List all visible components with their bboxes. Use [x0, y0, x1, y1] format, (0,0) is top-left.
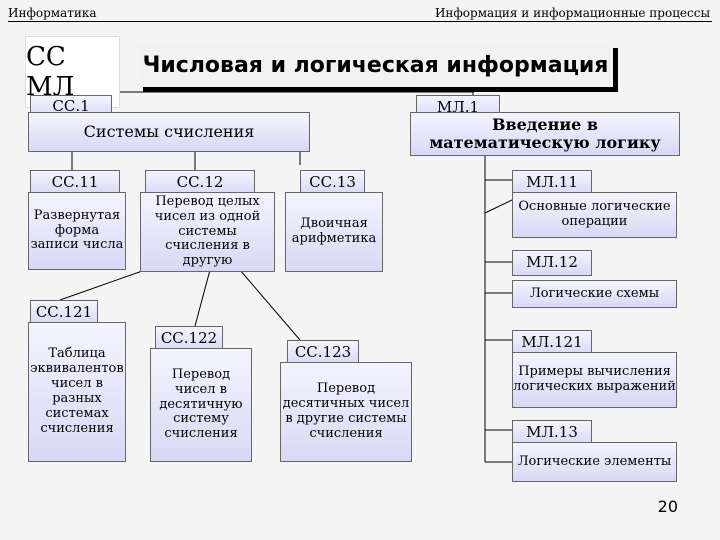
node-ml12-label: Логические схемы — [512, 280, 677, 308]
node-cc123-code: СС.123 — [287, 340, 359, 366]
node-cc122-label: Перевод чисел в десятичную систему счисл… — [150, 348, 252, 462]
node-ml11-code: МЛ.11 — [512, 170, 592, 196]
node-cc12-code: СС.12 — [145, 170, 255, 196]
node-cc123-label: Перевод десятичных чисел в другие систем… — [280, 362, 412, 462]
node-cc121-label: Таблица эквивалентов чисел в разных сист… — [28, 322, 126, 462]
node-cc13-label: Двоичная арифметика — [285, 192, 383, 272]
node-ml121-label: Примеры вычисления логических выражений — [512, 352, 677, 408]
node-ml11-label: Основные логические операции — [512, 192, 677, 238]
node-cc12-label: Перевод целых чисел из одной системы счи… — [140, 192, 275, 272]
node-ml13-label: Логические элементы — [512, 442, 677, 482]
node-cc11-label: Развернутая форма записи числа — [28, 192, 126, 270]
page-title: Числовая и логическая информация — [138, 43, 613, 87]
node-cc11-code: СС.11 — [30, 170, 120, 196]
page-number: 20 — [657, 497, 678, 516]
node-cc122-code: СС.122 — [155, 326, 223, 352]
header-divider — [8, 21, 712, 22]
header-subject: Информатика — [8, 6, 97, 20]
node-ml1-label: Введение в математическую логику — [410, 112, 680, 156]
header-topic: Информация и информационные процессы — [434, 6, 710, 20]
node-cc1-label: Системы счисления — [28, 112, 310, 152]
node-ml12-code: МЛ.12 — [512, 250, 592, 276]
node-ml121-code: МЛ.121 — [512, 330, 592, 356]
